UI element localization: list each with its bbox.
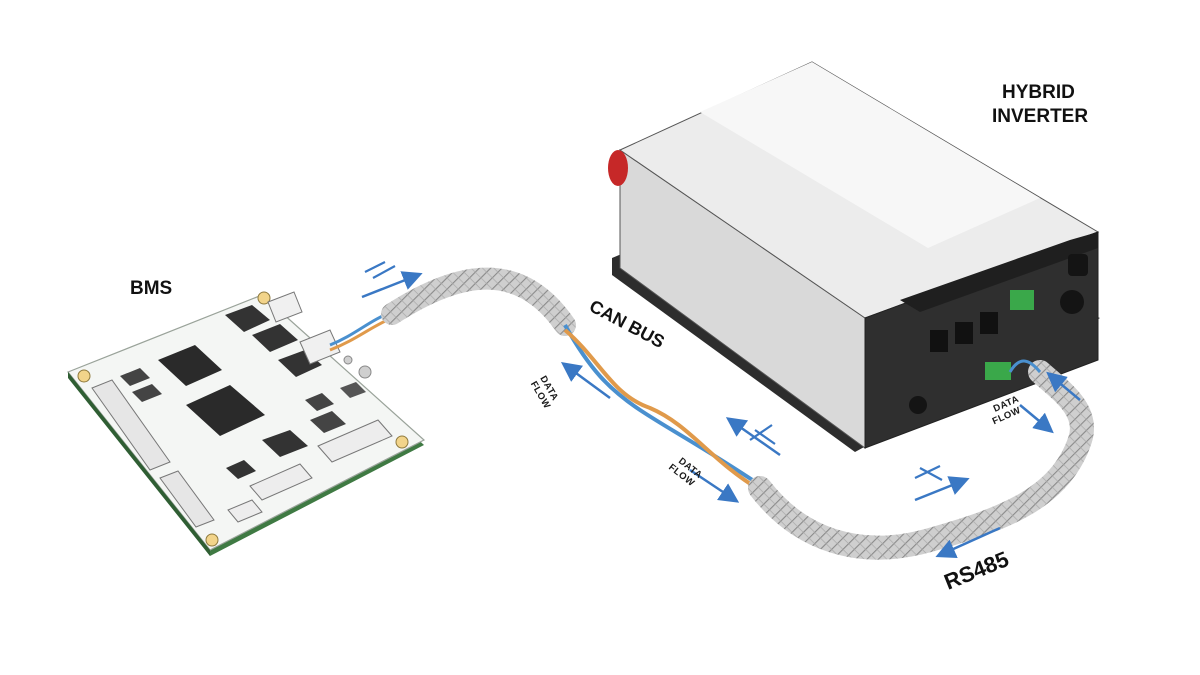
- rs485-terminal-block: [985, 362, 1011, 380]
- bms-side-connector: [91, 379, 171, 471]
- red-plug-icon: [608, 150, 628, 186]
- data-flow-arrow-icon: [560, 362, 611, 400]
- processor-chip: [186, 385, 265, 436]
- inverter-terminal-block: [1010, 290, 1034, 310]
- bms-label: BMS: [130, 278, 172, 299]
- data-flow-label-2: DATA FLOW: [666, 456, 704, 489]
- data-flow-arrow-icon: [1046, 371, 1081, 401]
- can-bus-cable: [329, 267, 762, 492]
- bms-board: [67, 291, 426, 556]
- exchange-icon: [914, 465, 943, 481]
- data-flow-label-1: DATA FLOW: [528, 374, 561, 411]
- exchange-icon: [749, 424, 776, 445]
- exchange-icons: [364, 261, 943, 481]
- bms-can-port: [299, 329, 341, 365]
- inverter-label-line2: INVERTER: [992, 106, 1088, 127]
- data-flow-arrow-icon: [914, 476, 970, 502]
- hybrid-inverter: [608, 61, 1100, 452]
- rs485-cable: [748, 359, 1094, 560]
- data-flow-arrow-icon: [1019, 404, 1054, 434]
- rs485-label: RS485: [941, 546, 1013, 594]
- microcontroller-chip: [158, 345, 222, 386]
- data-flow-arrow-icon: [361, 271, 423, 299]
- inverter-label-line1: HYBRID: [1002, 82, 1075, 103]
- data-flow-arrow-icon: [935, 526, 1001, 558]
- exchange-icon: [364, 261, 396, 279]
- data-flow-arrow-icon: [689, 468, 740, 503]
